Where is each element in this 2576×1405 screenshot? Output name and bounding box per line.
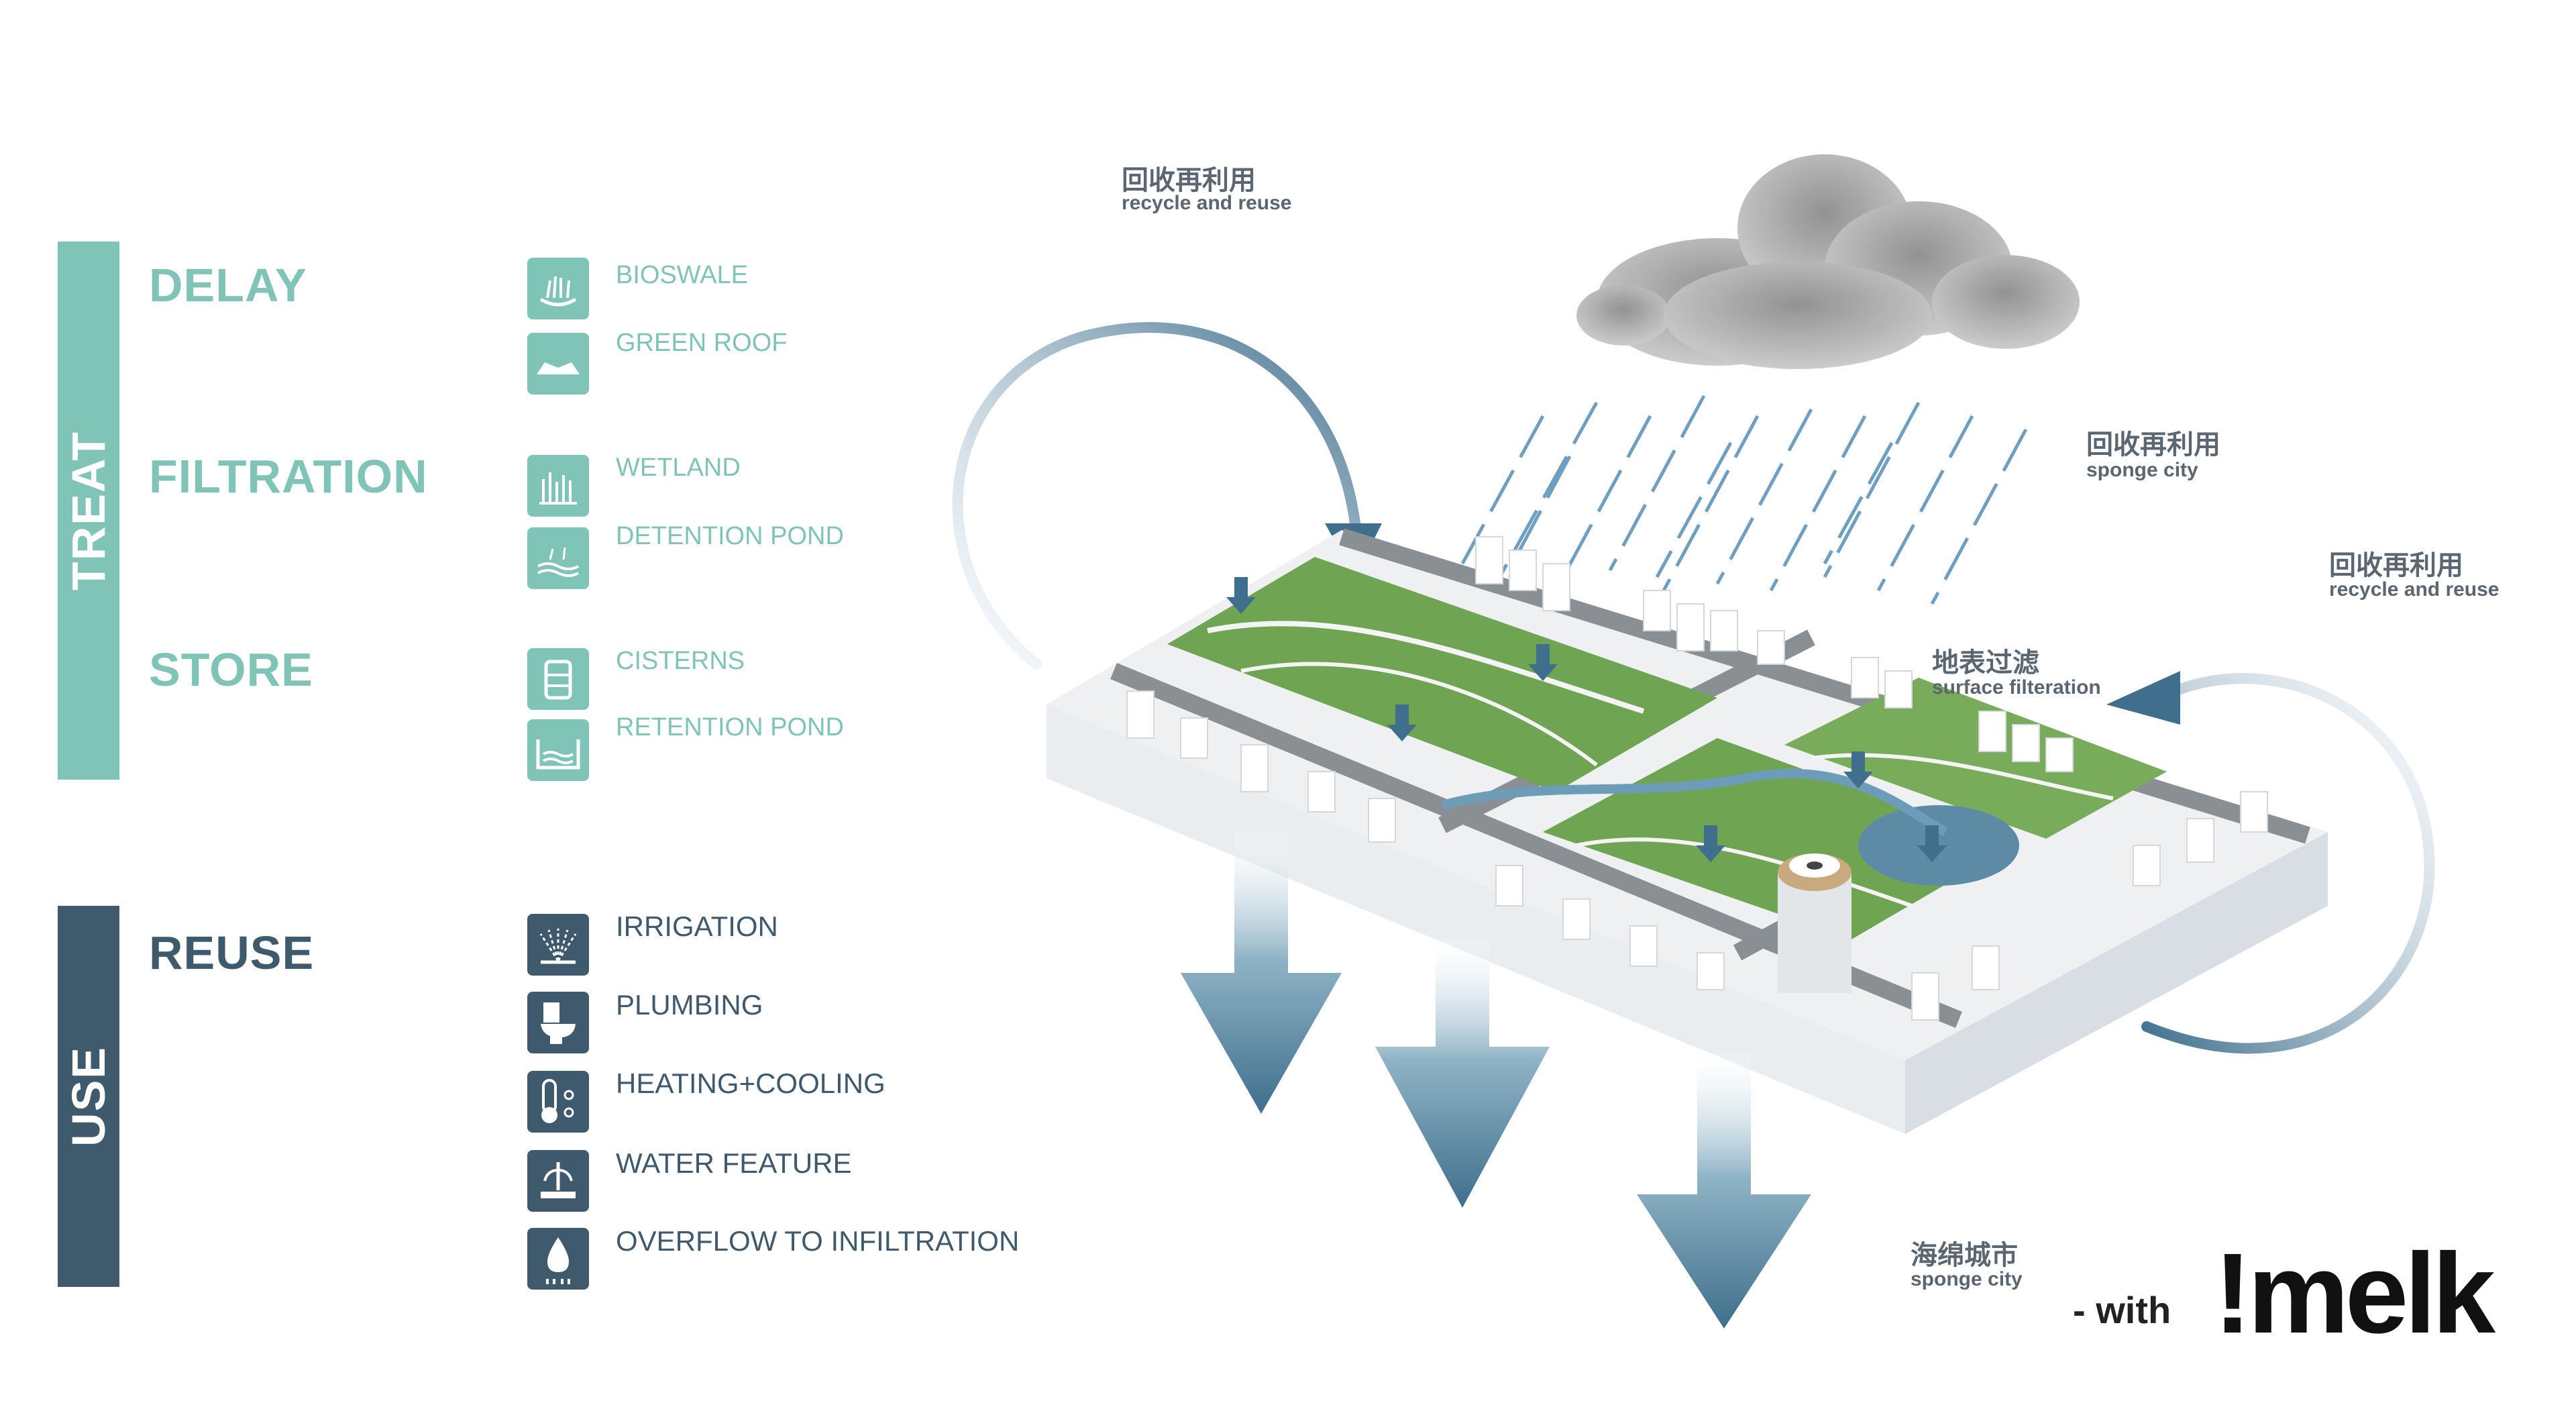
cistern-icon: [527, 648, 589, 710]
recycle-arc-right: [2141, 673, 2435, 1054]
category-delay: DELAY: [149, 259, 307, 311]
fountain-icon: [527, 1150, 589, 1212]
category-store: STORE: [149, 643, 313, 696]
treat-label: TREAT: [62, 430, 115, 591]
annotation-top-right-en: sponge city: [2086, 459, 2198, 481]
with-text: - with: [2073, 1289, 2171, 1331]
bioswale-icon: [527, 258, 589, 319]
retention-pond-icon: [527, 719, 589, 781]
item-water-feature: WATER FEATURE: [616, 1147, 852, 1179]
annotation-surface-cn: 地表过滤: [1932, 648, 2039, 678]
detention-pond-icon: [527, 527, 589, 589]
item-bioswale: BIOSWALE: [616, 261, 749, 289]
item-overflow: OVERFLOW TO INFILTRATION: [616, 1225, 1020, 1257]
park-areas: [1167, 557, 2167, 939]
annotation-right-cn: 回收再利用: [2329, 551, 2463, 580]
rain: [1460, 395, 2028, 605]
use-label: USE: [62, 1046, 115, 1147]
item-green-roof: GREEN ROOF: [616, 329, 788, 357]
platform-side-left: [1046, 705, 1905, 1134]
item-heating-cooling: HEATING+COOLING: [616, 1068, 885, 1099]
annotation-top-left-en: recycle and reuse: [1122, 192, 1292, 214]
thermometer-icon: [527, 1071, 589, 1133]
downward-arrows: [1181, 832, 1811, 1329]
treat-bar: TREAT: [58, 242, 119, 780]
annotation-bottom-en: sponge city: [1911, 1268, 2023, 1290]
item-detention-pond: DETENTION POND: [616, 522, 844, 550]
cloud: [1576, 154, 2080, 369]
category-filtration: FILTRATION: [149, 450, 428, 503]
buildings: [1126, 536, 2268, 1021]
toilet-icon: [527, 992, 589, 1053]
annotation-top-right-cn: 回收再利用: [2086, 430, 2220, 460]
melk-logo: !melk: [2214, 1230, 2496, 1357]
item-wetland: WETLAND: [616, 454, 741, 482]
wetland-icon: [527, 455, 589, 517]
recycle-arc-left: [952, 322, 1360, 670]
infiltration-arrows: [1226, 577, 1947, 862]
item-irrigation: IRRIGATION: [616, 910, 778, 942]
item-plumbing: PLUMBING: [616, 989, 763, 1021]
annotation-right-en: recycle and reuse: [2329, 578, 2500, 601]
annotation-surface-en: surface filteration: [1932, 676, 2101, 698]
green-roof-icon: [527, 333, 589, 395]
irrigation-icon: [527, 914, 589, 976]
recycle-arrowhead-right: [2106, 671, 2180, 725]
annotation-bottom-cn: 海绵城市: [1911, 1241, 2018, 1270]
item-cisterns: CISTERNS: [616, 647, 745, 675]
water-drop-icon: [527, 1228, 589, 1290]
category-reuse: REUSE: [149, 927, 315, 979]
annotation-top-left-cn: 回收再利用: [1122, 166, 1256, 195]
item-retention-pond: RETENTION POND: [616, 713, 844, 741]
landmark-tower: [1778, 853, 1851, 993]
platform-side-right: [1905, 832, 2328, 1134]
use-bar: USE: [58, 906, 119, 1287]
